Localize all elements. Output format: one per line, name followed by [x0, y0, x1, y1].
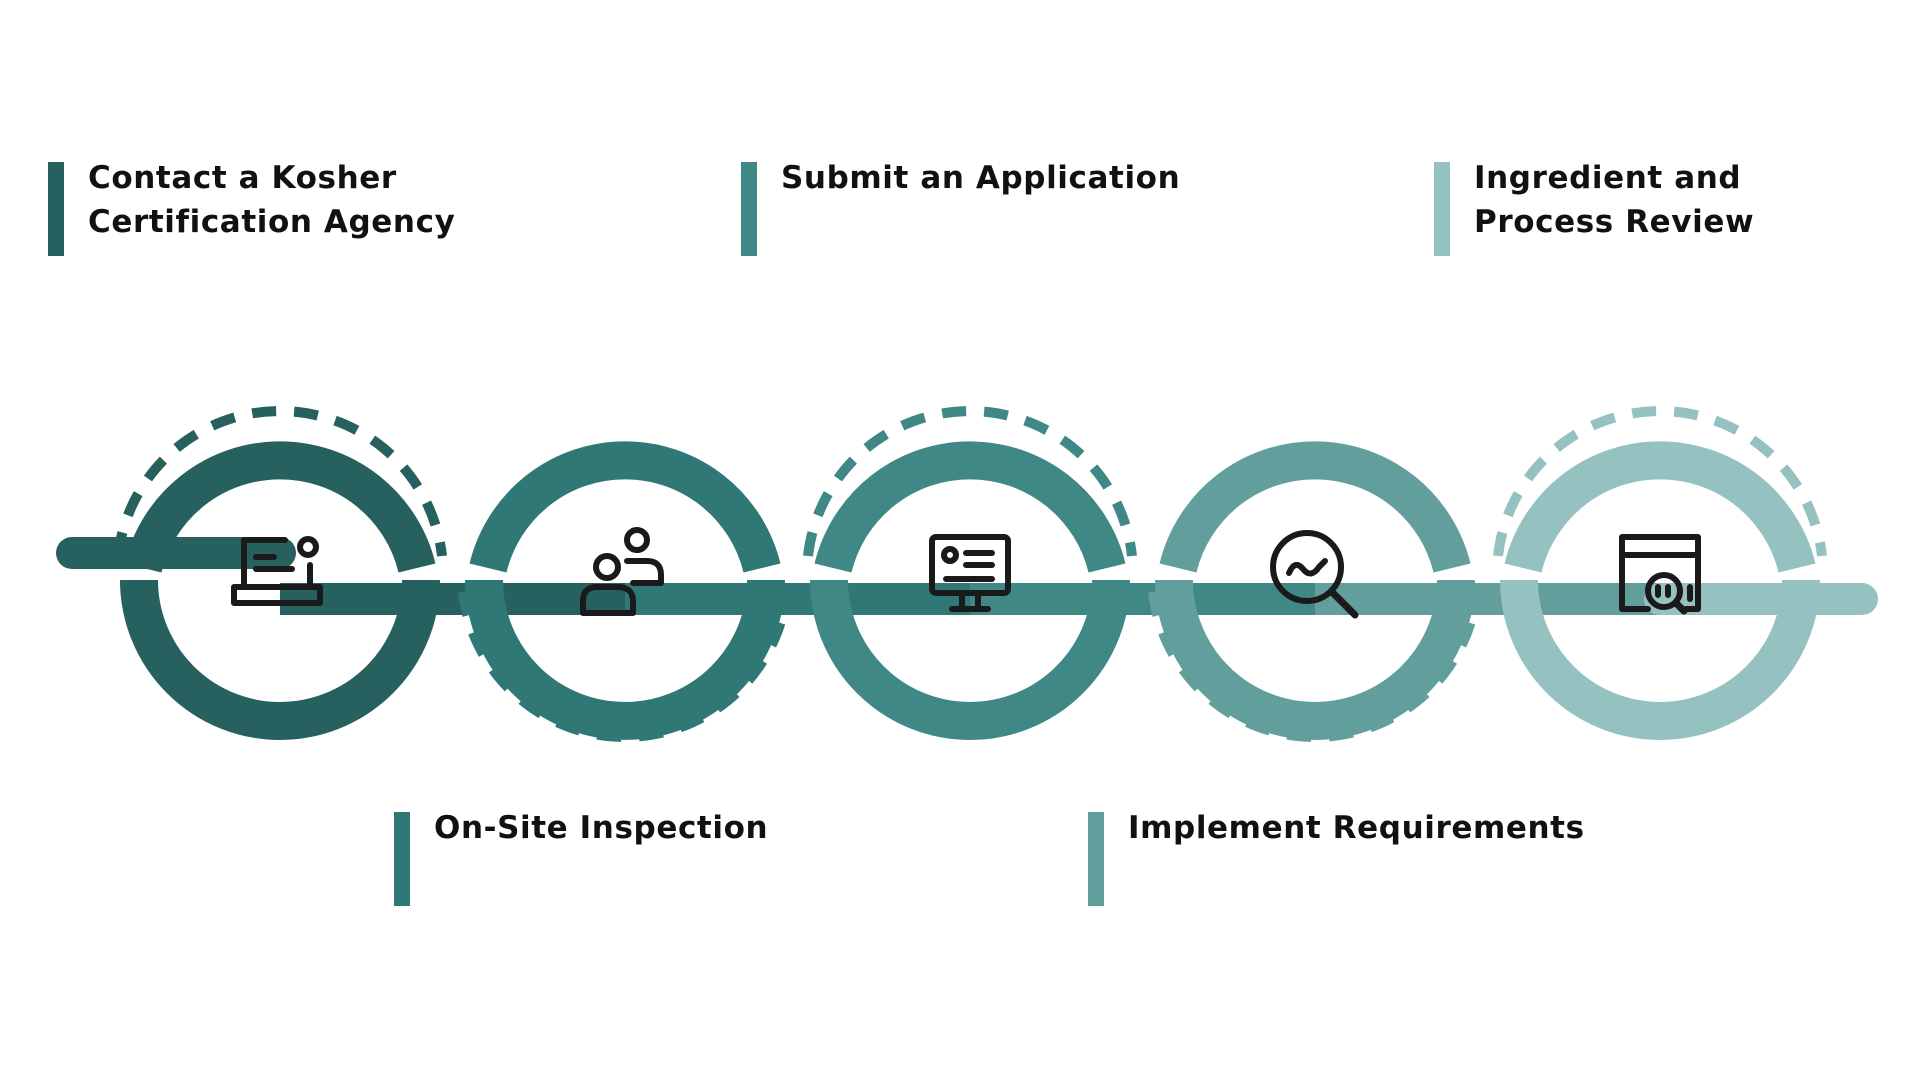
search-analytics-icon: [1270, 530, 1359, 619]
step-4-node: [1148, 441, 1482, 742]
laptop-profile-icon: [231, 536, 323, 606]
step-2-node: [458, 441, 792, 742]
step-5-node: [1493, 406, 1827, 740]
step-2-label-text: On-Site Inspection: [434, 810, 769, 846]
step-3-node: [803, 406, 1137, 740]
step-3-label: Submit an Application: [741, 160, 1180, 256]
step-1-label: Contact a Kosher Certification Agency: [48, 160, 468, 256]
step-5-label-text: Ingredient and Process Review: [1474, 160, 1755, 240]
step-5-label: Ingredient and Process Review: [1434, 160, 1874, 256]
browser-inspect-icon: [1619, 534, 1701, 615]
step-2-label: On-Site Inspection: [394, 810, 768, 906]
step-1-label-text: Contact a Kosher Certification Agency: [88, 160, 456, 240]
monitor-form-icon: [929, 534, 1011, 612]
connector-line: [56, 537, 1878, 615]
step-4-label: Implement Requirements: [1088, 810, 1585, 906]
step-1-node: [113, 406, 447, 740]
step-4-label-text: Implement Requirements: [1128, 810, 1585, 846]
users-meeting-icon: [580, 527, 664, 616]
step-3-label-text: Submit an Application: [781, 160, 1181, 196]
